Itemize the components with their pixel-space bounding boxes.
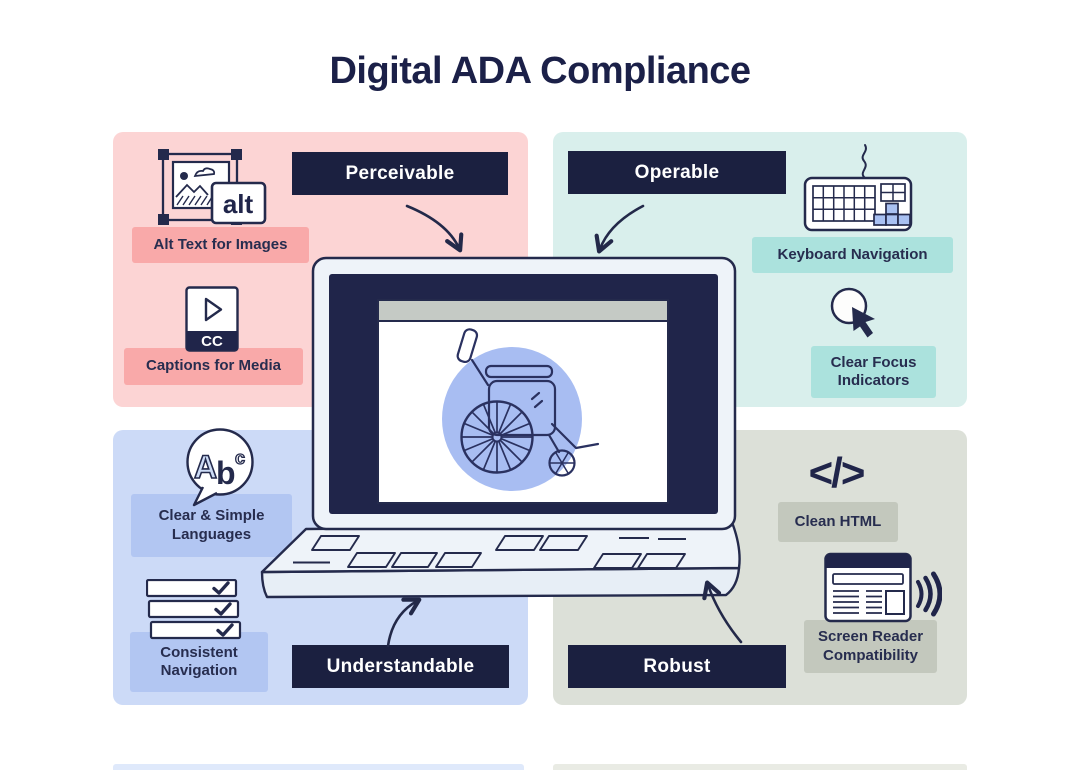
label-screen-reader: Screen Reader Compatibility	[804, 620, 937, 673]
label-alt-text: Alt Text for Images	[132, 227, 309, 263]
screen-reader-icon	[824, 552, 942, 623]
arrow-keys	[873, 202, 911, 226]
svg-text:c: c	[235, 448, 245, 468]
svg-text:b: b	[216, 455, 236, 491]
browser-title-bar	[825, 554, 911, 568]
alt-text-image-icon: alt	[158, 149, 267, 225]
label-consistent-navigation: Consistent Navigation	[130, 632, 268, 692]
next-section-hint-right	[553, 764, 967, 770]
page-title: Digital ADA Compliance	[329, 50, 751, 92]
banner-understandable: Understandable	[292, 645, 509, 688]
photo-dot	[180, 172, 188, 180]
abc-speech-bubble-icon: A b c	[186, 428, 254, 507]
label-keyboard-navigation: Keyboard Navigation	[752, 237, 953, 273]
label-clear-focus: Clear Focus Indicators	[811, 346, 936, 398]
banner-robust: Robust	[568, 645, 786, 688]
label-captions: Captions for Media	[124, 348, 303, 385]
captions-cc-icon: CC	[185, 286, 239, 352]
svg-text:CC: CC	[201, 333, 223, 350]
checklist-icon	[146, 579, 242, 640]
bubble-tail	[192, 486, 218, 507]
alt-badge	[210, 181, 267, 225]
keyboard-cable	[861, 144, 867, 179]
next-section-hint-left	[113, 764, 524, 770]
cloud-glyph	[193, 167, 216, 178]
cursor-focus-icon	[830, 287, 875, 338]
pointer-arrow	[852, 307, 875, 338]
sound-waves	[916, 571, 942, 617]
banner-perceivable: Perceivable	[292, 152, 508, 195]
code-icon: </>	[808, 449, 866, 496]
play-icon	[204, 297, 223, 322]
svg-text:alt: alt	[223, 189, 254, 219]
label-clean-html: Clean HTML	[778, 502, 898, 542]
keyboard-icon	[803, 144, 913, 232]
svg-text:A: A	[194, 449, 217, 485]
checkmarks	[212, 581, 234, 637]
banner-operable: Operable	[568, 151, 786, 194]
mountains-glyph	[175, 183, 209, 198]
